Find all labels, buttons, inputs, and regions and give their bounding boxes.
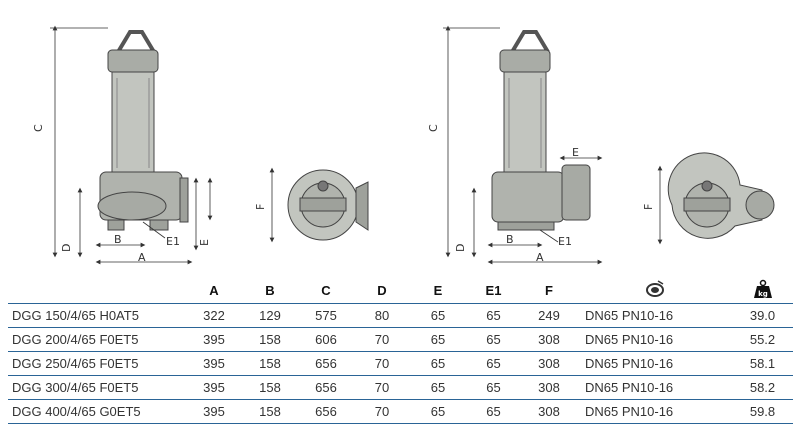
cell-d: 70 [354, 327, 410, 352]
cell-weight: 55.2 [732, 327, 793, 352]
header-e1: E1 [466, 278, 521, 304]
cell-d: 70 [354, 351, 410, 376]
cell-e: 65 [410, 327, 466, 352]
header-model [8, 278, 186, 304]
dim-label-f-1: F [254, 204, 267, 210]
pump-side-view-2 [491, 30, 591, 231]
weight-icon-text: kg [758, 290, 768, 298]
pump-dimensions-table: A B C D E E1 F kg [8, 278, 793, 424]
header-a: A [186, 278, 242, 304]
dim-label-e-1: E [198, 239, 211, 246]
dim-label-b-2: B [506, 233, 514, 246]
cell-flange: DN65 PN10-16 [577, 399, 732, 424]
dim-label-d-2: D [454, 244, 467, 252]
dim-label-a-2: A [536, 251, 544, 264]
table-row: DGG 150/4/65 H0AT5 322 129 575 80 65 65 … [8, 303, 793, 328]
cell-a: 322 [186, 303, 242, 328]
pump-top-view-1 [287, 169, 369, 241]
cell-e: 65 [410, 399, 466, 424]
header-weight: kg [732, 278, 793, 304]
pump-dimension-drawings: C D B A E1 E F C D B A E1 E [32, 25, 775, 265]
cell-weight: 58.2 [732, 375, 793, 400]
cell-weight: 59.8 [732, 399, 793, 424]
dim-label-e1-1: E1 [166, 235, 180, 248]
cell-model: DGG 300/4/65 F0ET5 [8, 375, 186, 400]
cell-weight: 58.1 [732, 351, 793, 376]
cell-flange: DN65 PN10-16 [577, 327, 732, 352]
dimension-lines-1 [50, 25, 213, 265]
cell-model: DGG 200/4/65 F0ET5 [8, 327, 186, 352]
cell-c: 656 [298, 375, 354, 400]
cell-d: 70 [354, 375, 410, 400]
cell-d: 80 [354, 303, 410, 328]
cell-c: 656 [298, 399, 354, 424]
cell-flange: DN65 PN10-16 [577, 303, 732, 328]
cell-e: 65 [410, 351, 466, 376]
table-row: DGG 300/4/65 F0ET5 395 158 656 70 65 65 … [8, 375, 793, 400]
cell-a: 395 [186, 327, 242, 352]
table-row: DGG 400/4/65 G0ET5 395 158 656 70 65 65 … [8, 399, 793, 424]
dimension-lines-3 [443, 25, 603, 265]
header-c: C [298, 278, 354, 304]
header-e: E [410, 278, 466, 304]
cell-model: DGG 150/4/65 H0AT5 [8, 303, 186, 328]
cell-a: 395 [186, 399, 242, 424]
header-d: D [354, 278, 410, 304]
cell-f: 308 [521, 327, 577, 352]
cell-f: 249 [521, 303, 577, 328]
dim-label-f-2: F [642, 204, 655, 210]
cell-e1: 65 [466, 375, 521, 400]
header-flange [577, 278, 732, 304]
cell-f: 308 [521, 351, 577, 376]
table-row: DGG 250/4/65 F0ET5 395 158 656 70 65 65 … [8, 351, 793, 376]
flange-icon [645, 280, 664, 297]
cell-weight: 39.0 [732, 303, 793, 328]
cell-d: 70 [354, 399, 410, 424]
cell-e1: 65 [466, 327, 521, 352]
cell-a: 395 [186, 351, 242, 376]
table-header-row: A B C D E E1 F kg [8, 278, 793, 304]
header-b: B [242, 278, 298, 304]
cell-flange: DN65 PN10-16 [577, 375, 732, 400]
dim-label-e-2: E [572, 146, 579, 159]
cell-f: 308 [521, 399, 577, 424]
dim-label-b-1: B [114, 233, 122, 246]
header-f: F [521, 278, 577, 304]
cell-b: 158 [242, 375, 298, 400]
cell-b: 129 [242, 303, 298, 328]
cell-c: 606 [298, 327, 354, 352]
table-row: DGG 200/4/65 F0ET5 395 158 606 70 65 65 … [8, 327, 793, 352]
cell-model: DGG 400/4/65 G0ET5 [8, 399, 186, 424]
cell-e: 65 [410, 375, 466, 400]
dim-label-c-1: C [32, 124, 45, 132]
cell-b: 158 [242, 327, 298, 352]
dim-label-a-1: A [138, 251, 146, 264]
cell-b: 158 [242, 351, 298, 376]
dim-label-e1-2: E1 [558, 235, 572, 248]
dim-label-d-1: D [60, 244, 73, 252]
pump-top-view-2 [667, 152, 775, 239]
pump-side-view-1 [97, 30, 189, 231]
cell-b: 158 [242, 399, 298, 424]
cell-e1: 65 [466, 399, 521, 424]
cell-a: 395 [186, 375, 242, 400]
cell-c: 656 [298, 351, 354, 376]
cell-c: 575 [298, 303, 354, 328]
cell-model: DGG 250/4/65 F0ET5 [8, 351, 186, 376]
cell-e1: 65 [466, 303, 521, 328]
cell-e: 65 [410, 303, 466, 328]
weight-kg-icon: kg [753, 279, 772, 298]
cell-flange: DN65 PN10-16 [577, 351, 732, 376]
dim-label-c-2: C [427, 124, 440, 132]
cell-f: 308 [521, 375, 577, 400]
cell-e1: 65 [466, 351, 521, 376]
